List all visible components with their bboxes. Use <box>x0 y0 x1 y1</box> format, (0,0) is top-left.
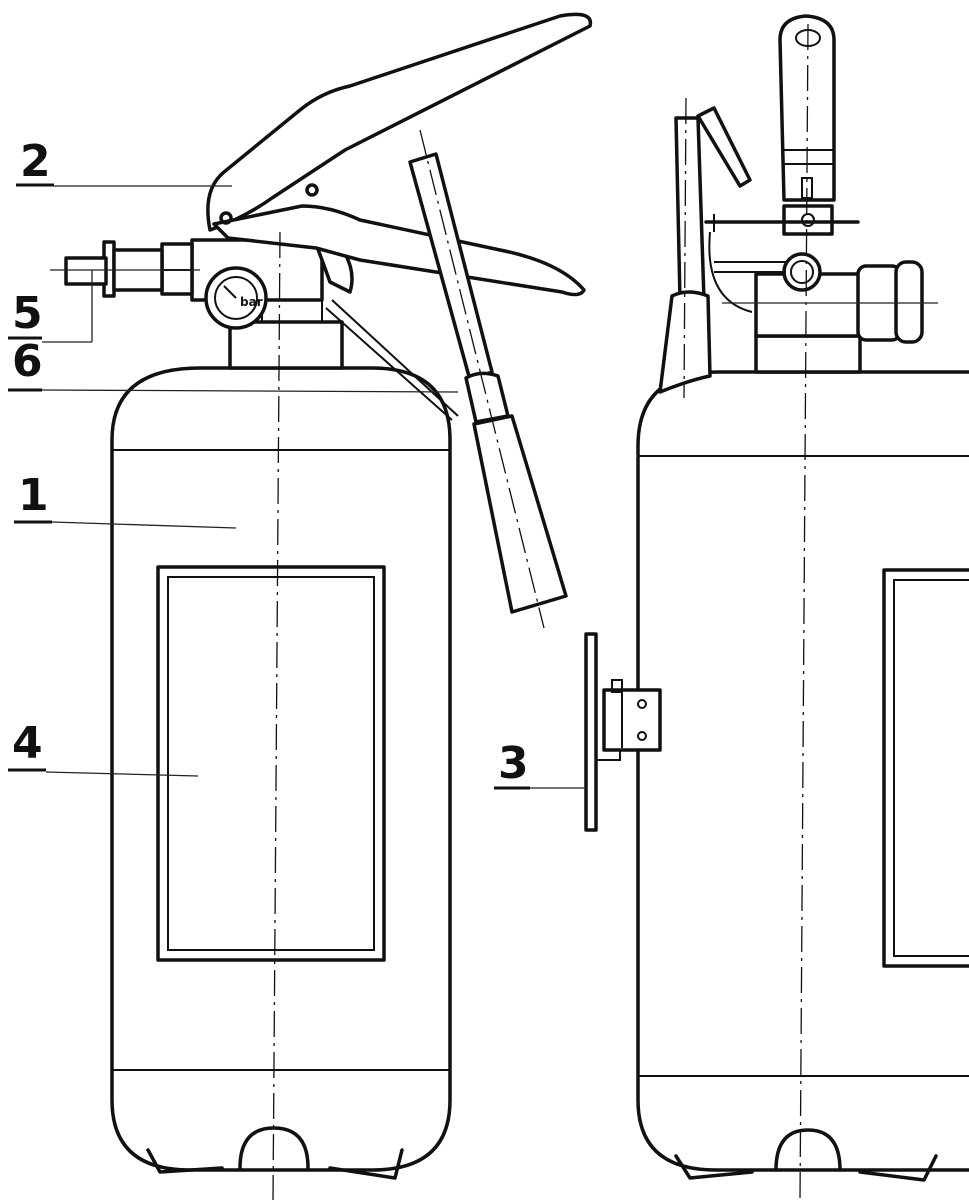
callout-1: 1 <box>14 470 237 529</box>
callout-5: 5 <box>8 270 93 343</box>
wall-bracket <box>584 632 662 832</box>
extinguisher-side-view <box>584 14 969 1201</box>
callout-6: 6 <box>8 336 459 393</box>
base-feet <box>146 1148 404 1180</box>
svg-text:1: 1 <box>18 470 49 521</box>
svg-text:2: 2 <box>20 136 51 187</box>
svg-text:4: 4 <box>12 718 43 769</box>
cylinder-body <box>110 366 452 1172</box>
pressure-gauge: bar <box>204 266 268 330</box>
discharge-nozzle <box>408 152 568 614</box>
svg-text:6: 6 <box>12 336 43 387</box>
gauge-unit-text: bar <box>240 295 263 309</box>
callout-2: 2 <box>16 136 232 187</box>
svg-text:5: 5 <box>12 288 43 339</box>
label-panel-inner <box>167 576 375 951</box>
extinguisher-front-view: bar <box>50 12 593 1201</box>
operating-lever <box>206 12 593 232</box>
carrying-handle <box>212 204 586 297</box>
callout-4: 4 <box>8 718 199 777</box>
callout-3: 3 <box>494 738 586 790</box>
svg-text:3: 3 <box>498 738 529 789</box>
discharge-hose <box>331 299 459 417</box>
label-panel-outer <box>156 565 386 962</box>
